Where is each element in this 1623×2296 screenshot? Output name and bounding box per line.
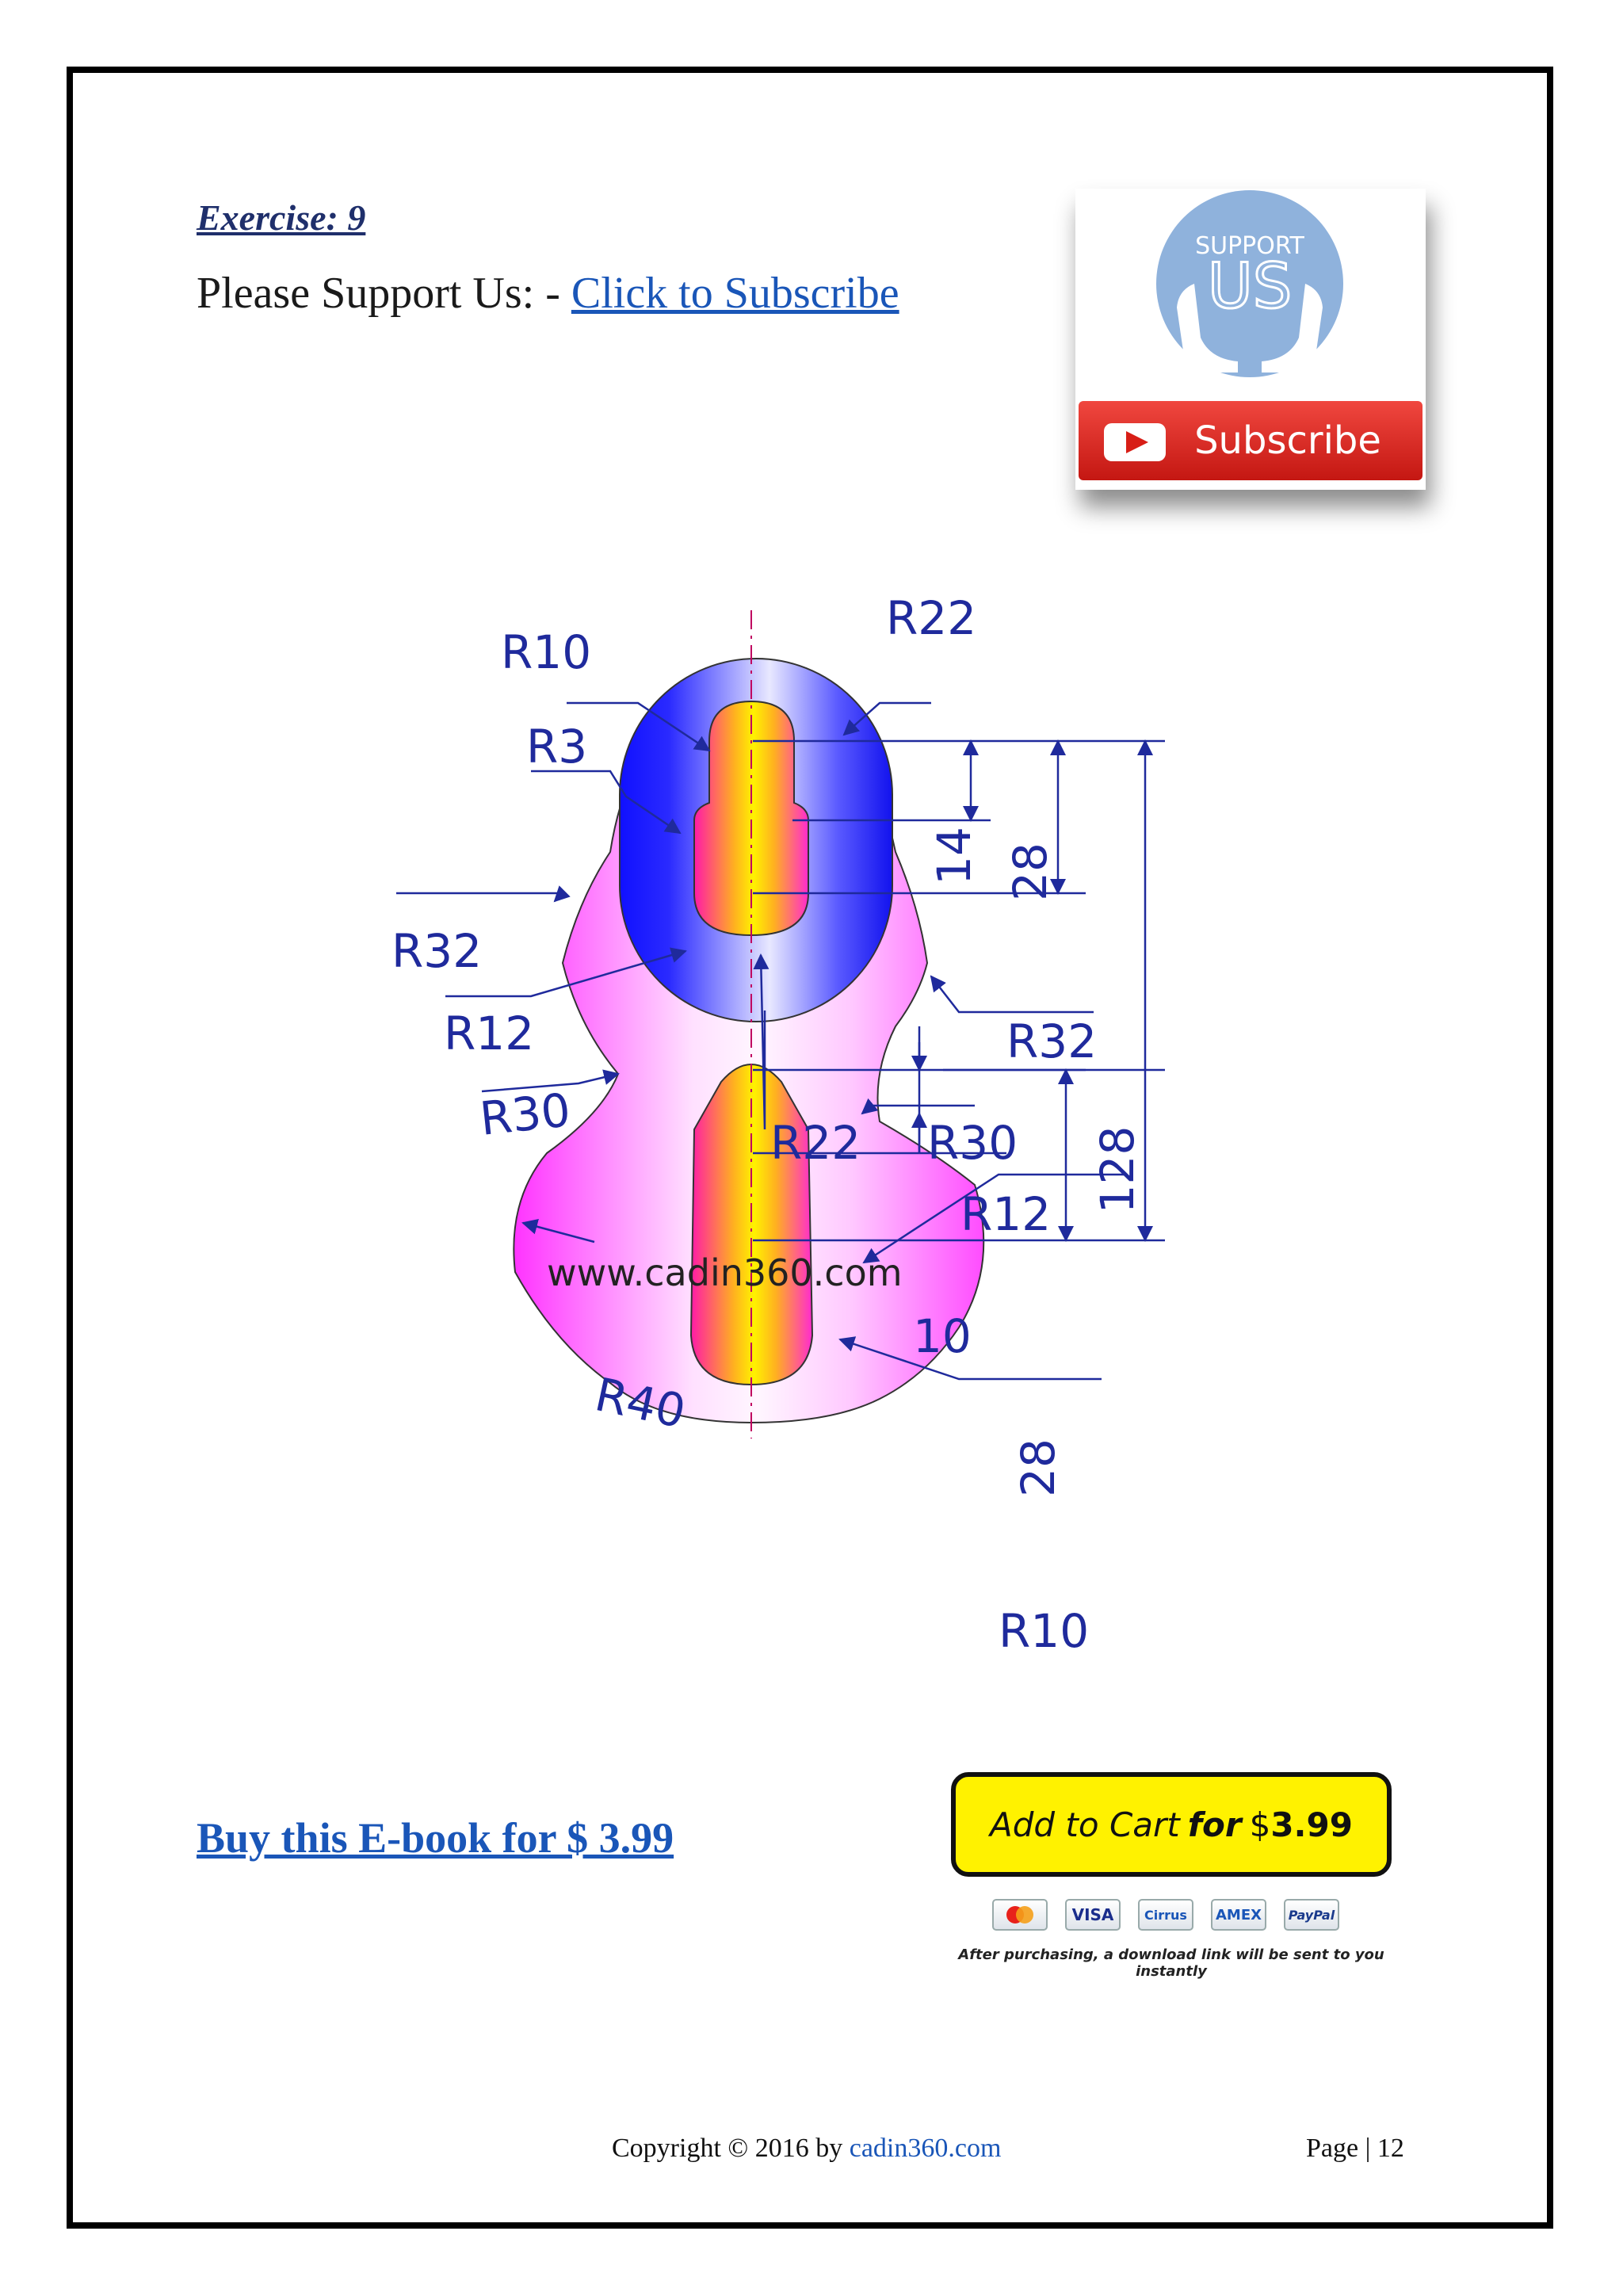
badge-top-text: SUPPORT — [1195, 232, 1304, 260]
subscribe-link[interactable]: Click to Subscribe — [571, 269, 899, 318]
subscribe-button-label: Subscribe — [1194, 418, 1381, 463]
payment-methods: VISA Cirrus AMEX PayPal — [992, 1899, 1339, 1931]
cart-for: for — [1187, 1805, 1242, 1844]
support-prefix: Please Support Us: - — [197, 269, 571, 318]
leader-lines — [396, 701, 1125, 1381]
cart-currency: $ — [1249, 1805, 1271, 1844]
overlay-r10-top: R10 — [501, 625, 591, 679]
overlay-r22-top: R22 — [886, 591, 976, 645]
visa-icon: VISA — [1065, 1899, 1121, 1931]
dimension-lines — [753, 739, 1165, 1242]
overlay-r12-right: R12 — [960, 1187, 1051, 1241]
copyright-site-link[interactable]: cadin360.com — [849, 2134, 1002, 2163]
subscribe-button-bg — [1079, 401, 1423, 480]
bottom-slot — [689, 1064, 814, 1386]
support-line: Please Support Us: - Click to Subscribe — [197, 268, 899, 319]
copyright-text: Copyright © 2016 by — [612, 2134, 850, 2163]
amex-icon: AMEX — [1211, 1899, 1266, 1931]
overlay-r40: R40 — [590, 1367, 690, 1438]
overlay-r30-left: R30 — [477, 1083, 573, 1146]
overlay-r32-left: R32 — [391, 924, 482, 978]
support-badge-icon — [1156, 190, 1343, 377]
paypal-icon: PayPal — [1284, 1899, 1339, 1931]
overlay-d28-top: 28 — [1003, 842, 1057, 901]
page-number: Page | 12 — [1306, 2134, 1404, 2163]
page-border — [67, 67, 1553, 2229]
add-to-cart-button[interactable]: Add to Cart for$3.99 — [951, 1772, 1392, 1877]
watermark-text: www.cadin360.com — [547, 1251, 903, 1294]
exercise-title: Exercise: 9 — [197, 197, 366, 238]
subscribe-card[interactable]: SUPPORT US Subscribe — [1075, 189, 1426, 490]
mastercard-icon — [992, 1899, 1048, 1931]
overlay-r3: R3 — [526, 720, 587, 774]
overlay-d14: 14 — [927, 827, 981, 885]
buy-ebook-link[interactable]: Buy this E-book for $ 3.99 — [197, 1814, 674, 1862]
cirrus-icon: Cirrus — [1138, 1899, 1193, 1931]
right-hand-icon — [1262, 284, 1323, 372]
overlay-r32-right: R32 — [1006, 1014, 1097, 1068]
badge-main-text: US — [1208, 251, 1293, 323]
overlay-r12-left: R12 — [444, 1007, 534, 1060]
overlay-r10-bottom: R10 — [999, 1604, 1089, 1658]
copyright: Copyright © 2016 by cadin360.com — [612, 2134, 1001, 2164]
cart-label: Add to Cart — [990, 1805, 1180, 1844]
overlay-r22-mid: R22 — [770, 1116, 861, 1170]
overlay-d10: 10 — [913, 1309, 972, 1363]
overlay-d28-bottom: 28 — [1011, 1438, 1065, 1497]
cart-price: 3.99 — [1270, 1805, 1353, 1844]
subscribe-graphic: SUPPORT US Subscribe — [1079, 190, 1423, 480]
cad-drawing: R10 R22 R3 R32 R30 R12 R32 R22 R30 R12 R… — [396, 610, 1165, 1438]
overlay-r30-right: R30 — [927, 1116, 1018, 1170]
payment-note: After purchasing, a download link will b… — [958, 1946, 1384, 1980]
left-hand-icon — [1177, 284, 1238, 372]
overlay-d128: 128 — [1090, 1126, 1144, 1214]
